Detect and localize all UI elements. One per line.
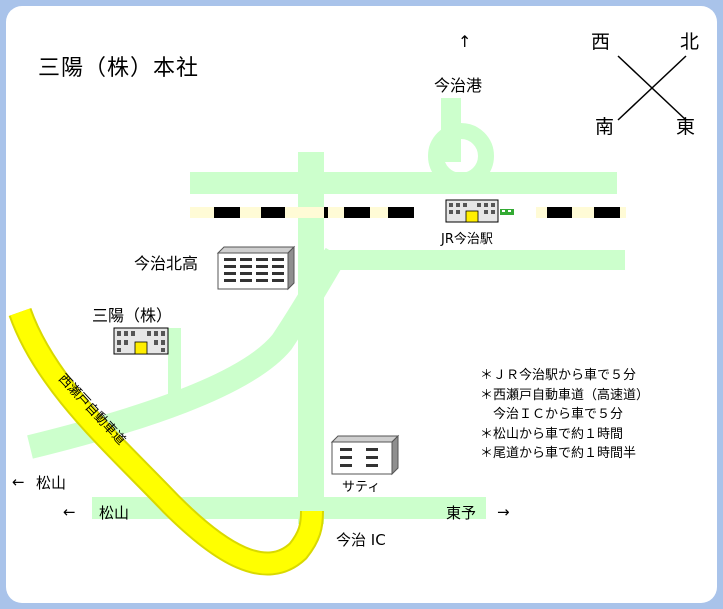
label-matsuyama: 松山 bbox=[36, 474, 67, 492]
note-line: ＊西瀬戸自動車道（高速道） bbox=[480, 387, 650, 403]
note-line: ＊松山から車で約１時間 bbox=[480, 426, 624, 442]
arrow-left-icon-road: ← bbox=[63, 503, 76, 521]
compass-north: 北 bbox=[680, 31, 700, 53]
arrow-up-icon: ↑ bbox=[458, 32, 472, 51]
page-title: 三陽（株）本社 bbox=[38, 56, 200, 81]
label-jr-imabari-station: JR今治駅 bbox=[441, 232, 493, 247]
label-matsuyama-road: 松山 bbox=[99, 504, 130, 522]
railway-line bbox=[190, 207, 626, 218]
label-sanyo-company: 三陽（株） bbox=[92, 306, 173, 325]
map-frame: 西瀬戸自動車道 三陽（株）本社 北 東 南 西 ↑ 今治港 JR今治駅 今治北高… bbox=[6, 6, 717, 603]
map-canvas: 西瀬戸自動車道 bbox=[8, 55, 687, 576]
school-building-icon bbox=[216, 245, 296, 291]
label-imabari-kita-high: 今治北高 bbox=[134, 254, 199, 273]
note-line: ＊尾道から車で約１時間半 bbox=[480, 446, 637, 461]
compass-east: 東 bbox=[676, 116, 696, 138]
note-line: ＊ＪＲ今治駅から車で５分 bbox=[480, 368, 637, 383]
train-icon bbox=[500, 209, 514, 215]
label-sati: サティ bbox=[342, 480, 381, 495]
note-line: 今治ＩＣから車で５分 bbox=[480, 407, 624, 422]
station-building-icon bbox=[445, 199, 499, 223]
company-building-icon bbox=[113, 327, 169, 355]
compass-south: 南 bbox=[595, 116, 615, 138]
store-building-icon bbox=[330, 434, 400, 476]
compass-cross bbox=[617, 55, 687, 121]
expressway-fill bbox=[10, 308, 322, 574]
compass-west: 西 bbox=[591, 31, 611, 53]
arrow-right-icon: → bbox=[497, 503, 510, 521]
label-imabari-port: 今治港 bbox=[434, 76, 483, 95]
roundabout bbox=[428, 123, 494, 189]
label-imabari-ic: 今治 IC bbox=[336, 531, 386, 549]
access-notes: ＊ＪＲ今治駅から車で５分 ＊西瀬戸自動車道（高速道） 今治ＩＣから車で５分 ＊松… bbox=[480, 366, 649, 464]
arrow-left-icon: ← bbox=[12, 473, 25, 491]
label-toyo: 東予 bbox=[446, 504, 477, 522]
